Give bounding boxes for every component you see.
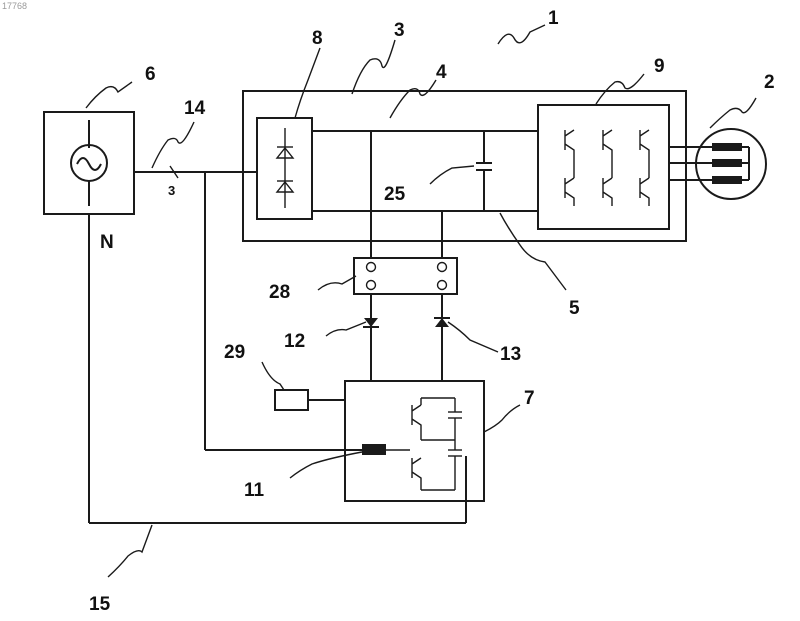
label-8: 8 [312,28,323,49]
label-phase-count: 3 [168,183,175,198]
label-28: 28 [269,282,290,303]
label-15: 15 [89,594,111,615]
label-12: 12 [284,331,305,352]
label-13: 13 [500,344,521,365]
inverter-block [538,105,669,229]
label-11: 11 [244,480,265,501]
label-n: N [100,232,114,253]
watermark-id: 17768 [2,1,27,11]
label-29: 29 [224,342,245,363]
control-box [275,390,308,410]
precharge-box [354,258,457,294]
ac-source-box [44,112,134,214]
label-25: 25 [384,184,406,205]
diode-13 [434,318,450,327]
label-3: 3 [394,20,405,41]
label-5: 5 [569,298,580,319]
label-9: 9 [654,56,665,77]
label-6: 6 [145,64,156,85]
label-1: 1 [548,8,559,29]
label-2: 2 [764,72,775,93]
label-14: 14 [184,98,206,119]
auxiliary-converter [345,381,484,501]
label-7: 7 [524,388,535,409]
label-4: 4 [436,62,447,83]
dc-link-capacitor [476,131,492,211]
motor-symbol [669,129,766,199]
rectifier-block [257,118,312,219]
